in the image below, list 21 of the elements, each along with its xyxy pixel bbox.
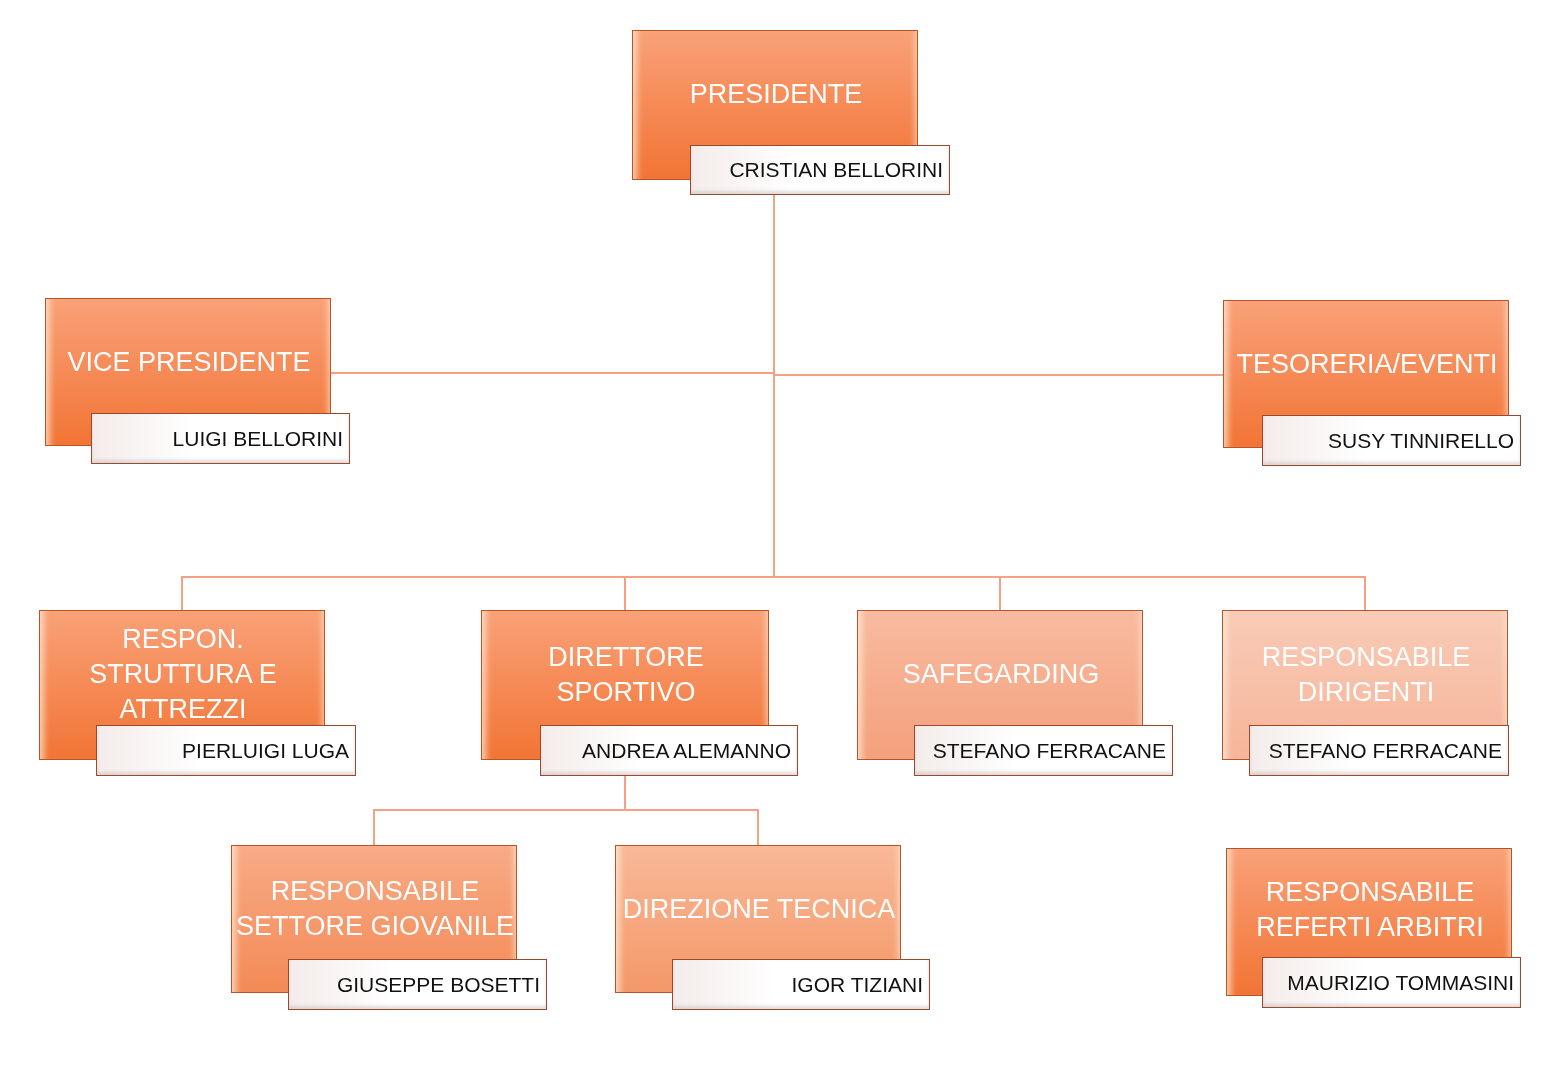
name-card: LUIGI BELLORINI <box>91 413 350 464</box>
role-title: VICE PRESIDENTE <box>67 346 311 379</box>
name-card: GIUSEPPE BOSETTI <box>288 959 547 1010</box>
name-card: MAURIZIO TOMMASINI <box>1262 957 1521 1008</box>
role-title: SAFEGARDING <box>902 658 1100 691</box>
name-card: SUSY TINNIRELLO <box>1262 415 1521 466</box>
connector-line <box>624 775 759 846</box>
name-card: PIERLUIGI LUGA <box>96 725 356 776</box>
role-title: DIRETTORE SPORTIVO <box>547 640 705 709</box>
name-card: IGOR TIZIANI <box>672 959 930 1010</box>
role-title: RESPONSABILE SETTORE GIOVANILE <box>234 875 516 943</box>
name-card: STEFANO FERRACANE <box>1249 725 1509 776</box>
role-title: RESPON. STRUTTURA E ATTREZZI <box>88 623 278 726</box>
name-card: ANDREA ALEMANNO <box>540 725 798 776</box>
role-title: RESPONSABILE REFERTI ARBITRI <box>1255 875 1485 944</box>
role-title: PRESIDENTE <box>689 78 863 111</box>
role-title: TESORERIA/EVENTI <box>1236 348 1498 381</box>
role-title: DIREZIONE TECNICA <box>622 892 896 926</box>
name-card: STEFANO FERRACANE <box>914 725 1173 776</box>
role-title: RESPONSABILE DIRIGENTI <box>1260 640 1472 709</box>
name-card: CRISTIAN BELLORINI <box>690 145 950 195</box>
